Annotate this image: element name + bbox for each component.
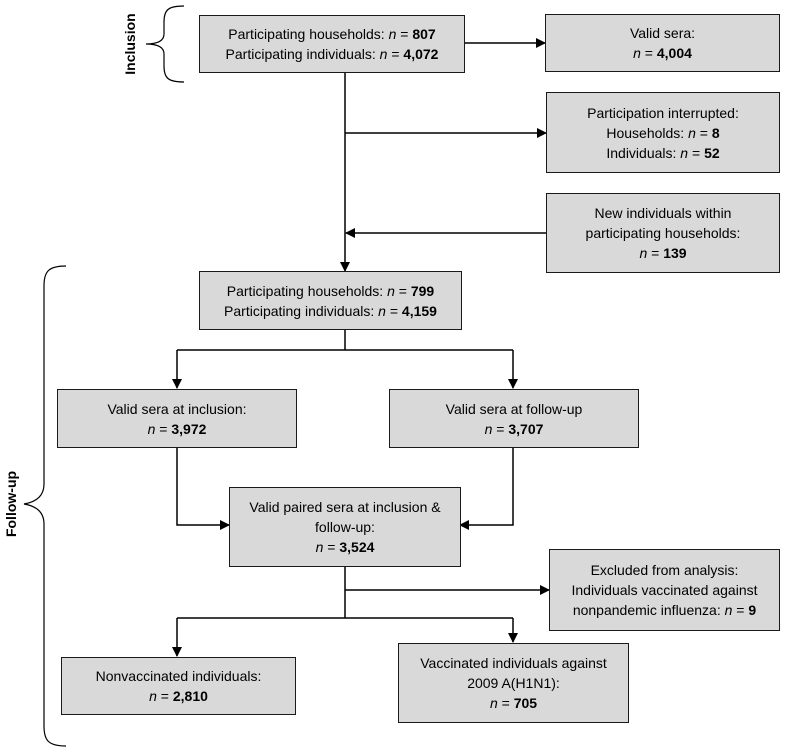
box-valid-sera: Valid sera: n = 4,004 bbox=[545, 14, 780, 72]
box-participation-interrupted: Participation interrupted: Households: n… bbox=[546, 92, 780, 173]
box-participating-inclusion: Participating households: n = 807 Partic… bbox=[199, 15, 465, 73]
box-new-individuals: New individuals within participating hou… bbox=[546, 193, 780, 273]
box-valid-paired-sera: Valid paired sera at inclusion & follow-… bbox=[229, 487, 461, 567]
inclusion-brace bbox=[145, 5, 185, 83]
box-participating-followup: Participating households: n = 799 Partic… bbox=[199, 271, 462, 330]
followup-label: Follow-up bbox=[3, 470, 19, 538]
inclusion-label: Inclusion bbox=[122, 13, 138, 75]
box-vaccinated-h1n1: Vaccinated individuals against 2009 A(H1… bbox=[398, 643, 629, 723]
box-nonvaccinated: Nonvaccinated individuals: n = 2,810 bbox=[61, 657, 296, 715]
followup-brace bbox=[23, 265, 67, 747]
box-valid-sera-inclusion: Valid sera at inclusion: n = 3,972 bbox=[57, 389, 297, 448]
arrow-b6-b8 bbox=[176, 448, 230, 530]
box-excluded: Excluded from analysis: Individuals vacc… bbox=[549, 549, 780, 631]
arrow-b7-b8 bbox=[459, 448, 514, 530]
box-valid-sera-followup: Valid sera at follow-up n = 3,707 bbox=[389, 389, 639, 448]
